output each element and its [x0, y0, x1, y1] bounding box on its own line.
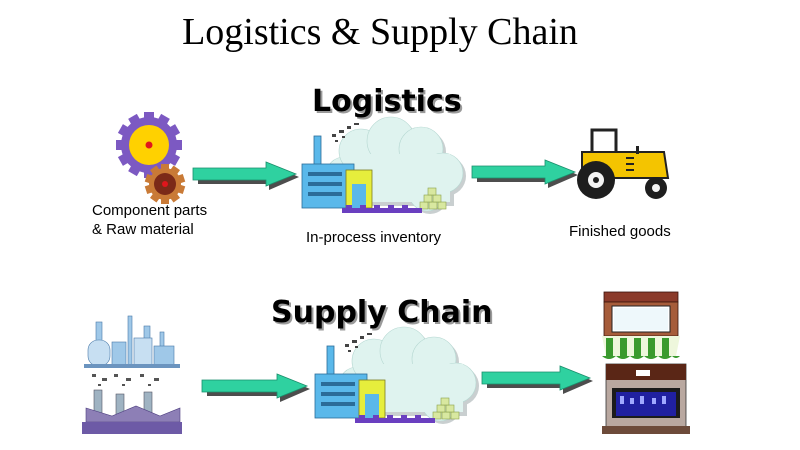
refinery-icon [84, 315, 180, 368]
caption-line: Component parts [92, 202, 208, 219]
caption-line: & Raw material [92, 221, 194, 238]
right-arrow-icon [192, 161, 299, 190]
retail-stores-icon [602, 291, 690, 434]
finished-goods-caption: Finished goods [569, 223, 671, 240]
right-arrow-icon [471, 159, 578, 188]
right-arrow-icon [201, 373, 310, 402]
gears-icon [116, 112, 186, 204]
factory-icon [314, 326, 479, 424]
plant-icon [82, 374, 182, 434]
tractor-icon [577, 128, 670, 199]
right-arrow-icon [481, 365, 593, 394]
supply-chain-heading: Supply Chain [271, 295, 493, 330]
in-process-inventory-caption: In-process inventory [306, 229, 442, 246]
storefront-icon [602, 363, 690, 434]
logistics-heading: Logistics [312, 84, 462, 119]
page-title: Logistics & Supply Chain [182, 11, 578, 53]
suppliers-plants-icon [82, 315, 182, 434]
factory-icon [301, 116, 466, 214]
component-parts-caption: Component parts & Raw material [92, 201, 207, 239]
shop-icon [602, 291, 680, 359]
